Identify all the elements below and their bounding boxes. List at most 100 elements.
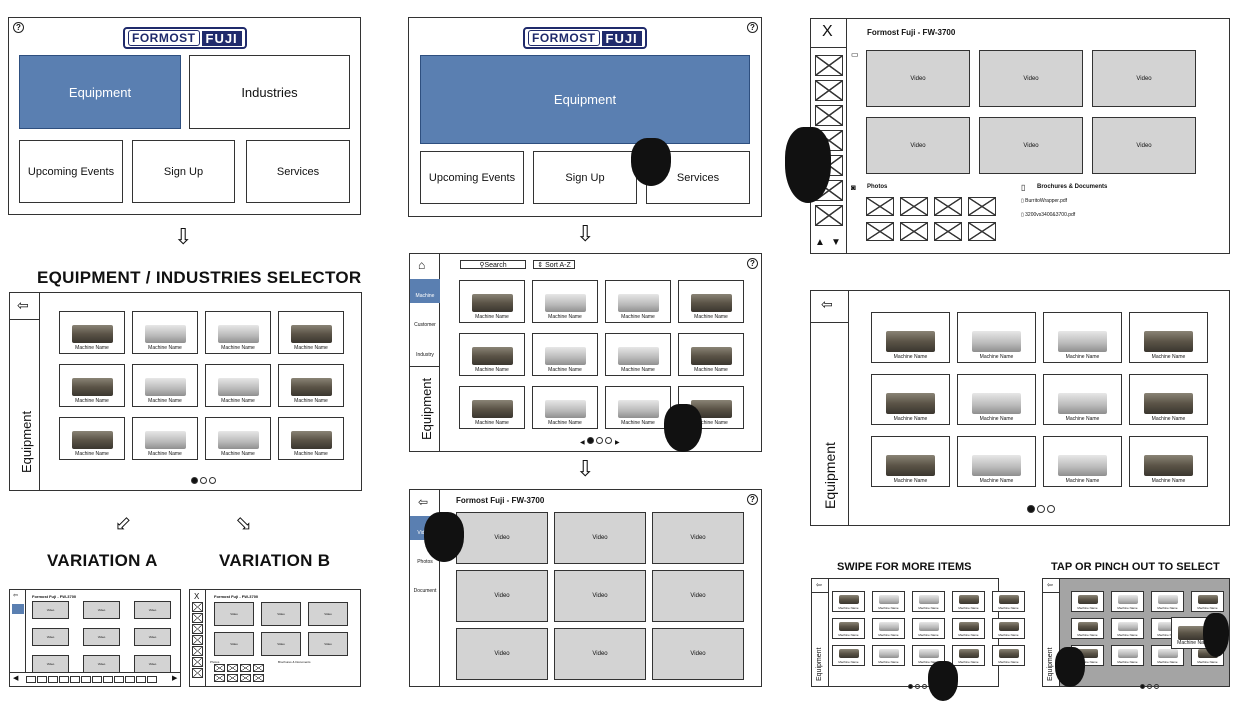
machine-card[interactable]: Machine Name: [912, 645, 945, 666]
video-tile[interactable]: Video: [652, 570, 744, 622]
photo-thumbnail[interactable]: [900, 197, 928, 216]
video-tile[interactable]: Video: [456, 570, 548, 622]
machine-card[interactable]: Machine Name: [912, 591, 945, 612]
machine-card[interactable]: Machine Name: [957, 436, 1036, 487]
doc-link-2[interactable]: ▯ 3200vs3400&3700.pdf: [1021, 212, 1076, 218]
machine-card[interactable]: Machine Name: [532, 386, 598, 429]
photo-thumbnail[interactable]: [934, 197, 962, 216]
back-arrow-icon[interactable]: ⇦: [13, 593, 19, 599]
scroll-left-icon[interactable]: ◀: [13, 675, 19, 682]
video-tile[interactable]: Video: [261, 602, 301, 626]
machine-card[interactable]: Machine Name: [832, 618, 865, 639]
video-tile[interactable]: Video: [308, 602, 348, 626]
nav-document[interactable]: Document: [413, 588, 437, 594]
back-arrow-icon[interactable]: ⇦: [821, 296, 833, 312]
thumbnail-strip-item[interactable]: [59, 676, 69, 683]
sign-up-button[interactable]: Sign Up: [132, 140, 235, 203]
machine-card[interactable]: Machine Name: [1043, 312, 1122, 363]
video-tile[interactable]: Video: [214, 602, 254, 626]
video-tile[interactable]: Video: [32, 628, 69, 646]
video-tile[interactable]: Video: [979, 117, 1083, 174]
machine-card[interactable]: Machine Name: [532, 333, 598, 376]
machine-card[interactable]: Machine Name: [832, 591, 865, 612]
doc-link-1[interactable]: ▯ BurritoWrapper.pdf: [1021, 198, 1068, 204]
photo-thumbnail[interactable]: [214, 664, 225, 672]
video-tile[interactable]: Video: [261, 632, 301, 656]
thumbnail-strip-item[interactable]: [48, 676, 58, 683]
machine-card[interactable]: Machine Name: [605, 280, 671, 323]
machine-card[interactable]: Machine Name: [872, 618, 905, 639]
machine-card[interactable]: Machine Name: [871, 436, 950, 487]
machine-card[interactable]: Machine Name: [871, 374, 950, 425]
machine-card[interactable]: Machine Name: [278, 311, 344, 354]
video-tile[interactable]: Video: [866, 117, 970, 174]
machine-card[interactable]: Machine Name: [605, 333, 671, 376]
photo-thumbnail[interactable]: [227, 664, 238, 672]
machine-card[interactable]: Machine Name: [1129, 312, 1208, 363]
thumbnail-strip-item[interactable]: [136, 676, 146, 683]
thumbnail-strip-item[interactable]: [147, 676, 157, 683]
video-tile[interactable]: Video: [83, 655, 120, 673]
machine-card[interactable]: Machine Name: [532, 280, 598, 323]
help-icon[interactable]: ?: [747, 22, 758, 33]
photo-thumbnail[interactable]: [240, 674, 251, 682]
video-tile[interactable]: Video: [652, 512, 744, 564]
machine-card[interactable]: Machine Name: [1071, 591, 1104, 612]
thumbnail-strip-item[interactable]: [192, 646, 203, 656]
video-tile[interactable]: Video: [32, 601, 69, 619]
video-tile[interactable]: Video: [308, 632, 348, 656]
thumbnail-strip-item[interactable]: [103, 676, 113, 683]
home-icon[interactable]: ⌂: [418, 258, 426, 272]
machine-card[interactable]: Machine Name: [205, 417, 271, 460]
machine-card[interactable]: Machine Name: [952, 591, 985, 612]
video-tile[interactable]: Video: [134, 655, 171, 673]
video-tile[interactable]: Video: [83, 628, 120, 646]
video-tile[interactable]: Video: [1092, 117, 1196, 174]
machine-card[interactable]: Machine Name: [872, 645, 905, 666]
video-tile[interactable]: Video: [32, 655, 69, 673]
scroll-down-icon[interactable]: ▼: [831, 237, 841, 248]
video-tile[interactable]: Video: [214, 632, 254, 656]
machine-card[interactable]: Machine Name: [1129, 436, 1208, 487]
thumbnail-strip-item[interactable]: [815, 105, 843, 126]
photo-thumbnail[interactable]: [253, 674, 264, 682]
page-dots[interactable]: [1026, 500, 1056, 518]
photo-thumbnail[interactable]: [934, 222, 962, 241]
video-tile[interactable]: Video: [456, 512, 548, 564]
machine-card[interactable]: Machine Name: [278, 364, 344, 407]
thumbnail-strip-item[interactable]: [192, 657, 203, 667]
nav-videos-mini[interactable]: [12, 604, 24, 614]
thumbnail-strip-item[interactable]: [114, 676, 124, 683]
machine-card[interactable]: Machine Name: [459, 386, 525, 429]
machine-card[interactable]: Machine Name: [59, 311, 125, 354]
photo-thumbnail[interactable]: [968, 222, 996, 241]
thumbnail-strip-item[interactable]: [37, 676, 47, 683]
machine-card[interactable]: Machine Name: [1111, 618, 1144, 639]
photo-thumbnail[interactable]: [968, 197, 996, 216]
page-dots[interactable]: ◀ ▶: [580, 437, 620, 446]
thumbnail-strip-item[interactable]: [192, 613, 203, 623]
photo-thumbnail[interactable]: [866, 222, 894, 241]
video-tile[interactable]: Video: [979, 50, 1083, 107]
nav-photos[interactable]: Photos: [417, 559, 433, 565]
thumbnail-strip-item[interactable]: [815, 205, 843, 226]
sort-button[interactable]: ⇕ Sort A-Z: [533, 260, 575, 269]
nav-machine[interactable]: Machine: [410, 279, 440, 303]
nav-customer[interactable]: Customer: [414, 322, 436, 328]
help-icon[interactable]: ?: [13, 22, 24, 33]
search-button[interactable]: ⚲Search: [460, 260, 526, 269]
page-dots[interactable]: [190, 471, 217, 489]
machine-card[interactable]: Machine Name: [205, 364, 271, 407]
machine-card[interactable]: Machine Name: [992, 591, 1025, 612]
industries-button[interactable]: Industries: [189, 55, 350, 129]
machine-card[interactable]: Machine Name: [132, 417, 198, 460]
machine-card[interactable]: Machine Name: [952, 618, 985, 639]
help-icon[interactable]: ?: [747, 494, 758, 505]
machine-card[interactable]: Machine Name: [957, 312, 1036, 363]
video-tile[interactable]: Video: [554, 512, 646, 564]
upcoming-events-button[interactable]: Upcoming Events: [420, 151, 524, 204]
thumbnail-strip-item[interactable]: [125, 676, 135, 683]
thumbnail-strip-item[interactable]: [81, 676, 91, 683]
machine-card[interactable]: Machine Name: [205, 311, 271, 354]
machine-card[interactable]: Machine Name: [132, 311, 198, 354]
